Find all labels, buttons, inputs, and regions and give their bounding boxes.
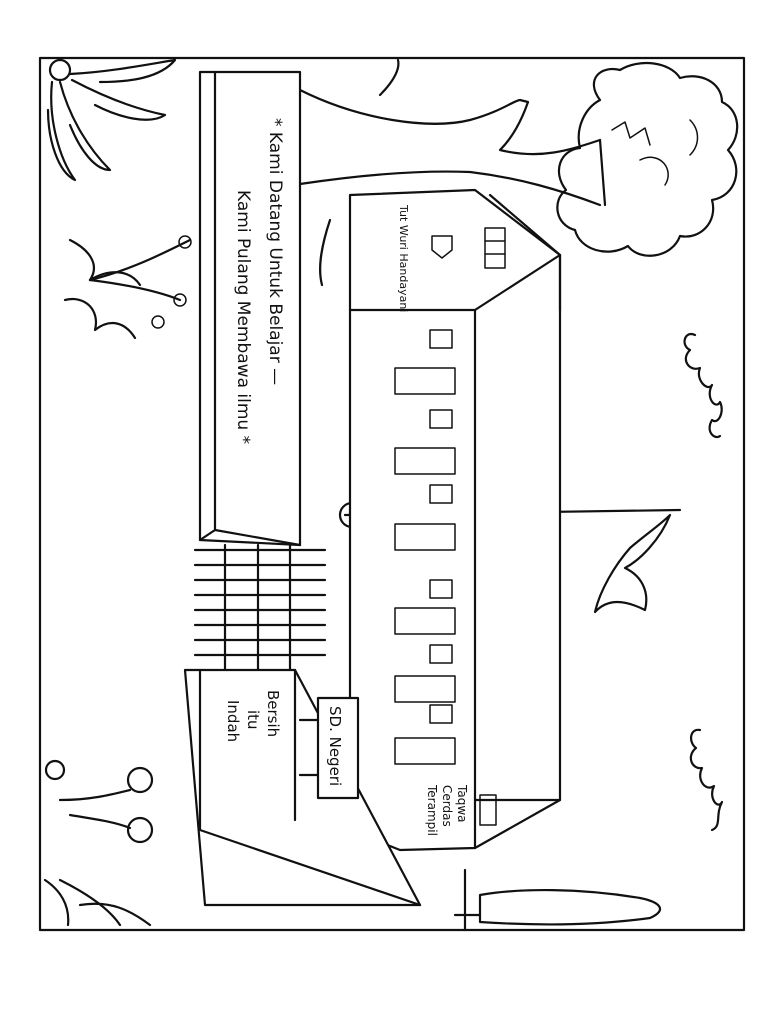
cloud-top [683,332,723,439]
wall-sign-line3: Indah [224,700,242,742]
banner-line1: * Kami Datang Untuk Belajar — [265,118,285,385]
banner-line2: Kami Pulang Membawa ilmu * [233,190,253,444]
flower-top-left [46,58,177,182]
gate-fence [193,543,327,672]
lower-wall: Bersih itu Indah [183,668,422,907]
cloud-bottom [689,728,724,832]
gate-sign: SD. Negeri [298,696,360,800]
side-sign-line2: Cerdas [440,785,454,827]
flower-mid-left [63,235,192,340]
school-building: Tut Wuri Handayani Taqwa Cerdas Terampil [348,188,562,852]
wall-sign: Bersih itu Indah [224,690,282,742]
building-doors [394,367,456,765]
building-emblem-text: Tut Wuri Handayani [397,204,410,312]
tut-wuri-emblem-icon [431,235,453,259]
tree [298,58,739,287]
side-sign-line1: Taqwa [455,784,469,822]
flower-bottom-left [44,759,154,844]
side-sign: Taqwa Cerdas Terampil [425,784,469,836]
side-sign-line3: Terampil [425,784,439,836]
wall-sign-line1: Bersih [264,690,282,737]
pine-tree [453,868,662,932]
wall-sign-line2: itu [244,710,262,730]
gate-sign-text: SD. Negeri [326,706,344,786]
page-frame [38,56,746,932]
grass-bottom-left [43,878,152,927]
building-windows [429,227,506,826]
banner-wall: * Kami Datang Untuk Belajar — Kami Pulan… [198,70,302,547]
